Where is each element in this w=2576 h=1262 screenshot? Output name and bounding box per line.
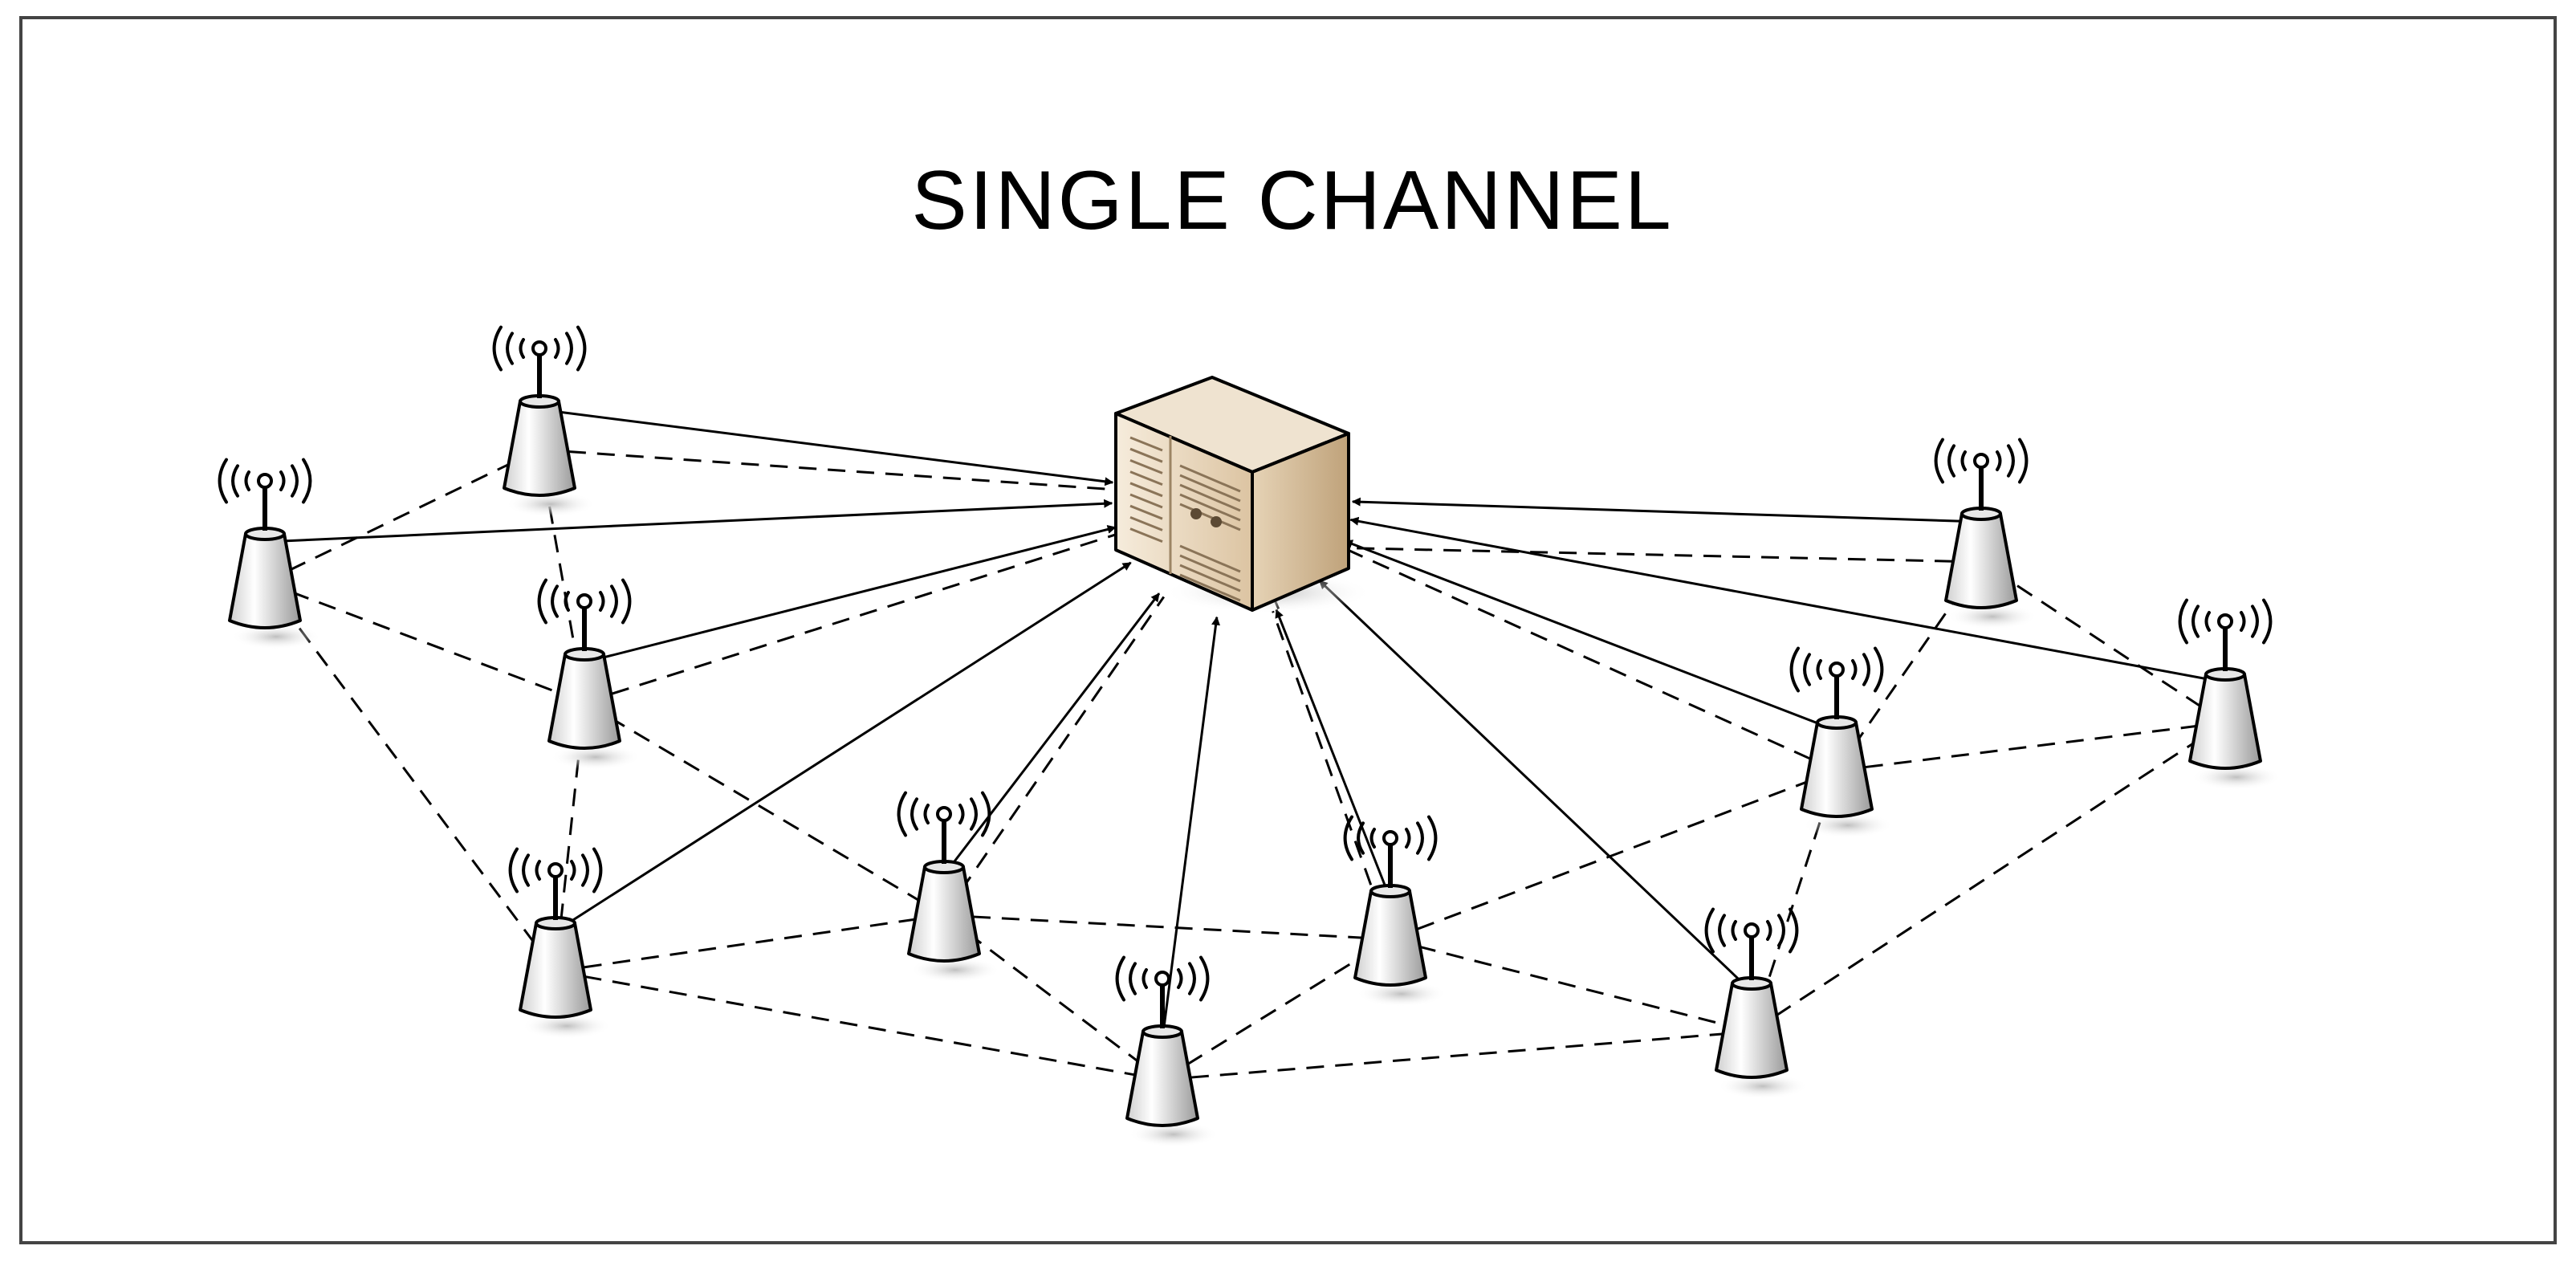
node-g-wireless-node-icon xyxy=(1343,815,1447,1007)
mesh-link-node-h-node-j xyxy=(1751,721,2226,1033)
mesh-link-node-b-node-d xyxy=(263,581,557,972)
mesh-link-node-e-node-g xyxy=(943,914,1391,941)
node-h-wireless-node-icon xyxy=(1704,907,1808,1099)
mesh-link-node-d-node-f xyxy=(555,970,1163,1081)
nodes-layer xyxy=(218,325,2281,1147)
uplink-arrow-node-f xyxy=(1161,616,1221,1040)
uplink-arrow-node-h xyxy=(1318,580,1753,993)
uplink-arrow-node-i xyxy=(1343,539,1837,732)
links-layer xyxy=(263,408,2226,1081)
uplink-arrow-node-g xyxy=(1275,609,1392,900)
mesh-link-node-c-node-e xyxy=(584,701,945,917)
mesh-link-node-c-server xyxy=(584,532,1118,704)
uplink-arrow-node-d xyxy=(555,561,1132,933)
mesh-link-node-g-node-h xyxy=(1390,938,1752,1033)
node-c-wireless-node-icon xyxy=(537,578,641,770)
mesh-link-node-f-node-h xyxy=(1162,1030,1752,1081)
mesh-link-node-a-node-b xyxy=(264,448,540,584)
diagram-title: SINGLE CHANNEL xyxy=(911,154,1673,247)
mesh-link-node-j-node-k xyxy=(1980,560,2226,724)
node-i-wireless-node-icon xyxy=(1789,646,1893,838)
uplink-arrow-node-j xyxy=(1349,516,2226,684)
node-a-wireless-node-icon xyxy=(492,325,596,517)
node-j-wireless-node-icon xyxy=(2178,598,2281,790)
server-layer xyxy=(1114,376,1373,613)
uplink-arrow-node-e xyxy=(942,592,1161,876)
node-k-wireless-node-icon xyxy=(1934,438,2037,629)
mesh-link-node-g-server xyxy=(1272,610,1392,940)
mesh-link-node-f-node-g xyxy=(1162,938,1391,1081)
diagram-frame xyxy=(19,16,2557,1244)
mesh-link-node-i-server xyxy=(1341,546,1837,772)
mesh-link-node-d-node-e xyxy=(555,914,945,973)
node-b-wireless-node-icon xyxy=(218,458,321,649)
mesh-link-node-k-node-l xyxy=(1251,544,1982,564)
uplink-arrow-node-c xyxy=(584,525,1117,664)
server-icon xyxy=(1114,376,1373,613)
mesh-link-node-i-node-j xyxy=(1836,721,2226,772)
mesh-link-node-e-node-f xyxy=(943,914,1163,1081)
node-f-wireless-node-icon xyxy=(1115,955,1219,1147)
uplink-arrow-node-b xyxy=(264,499,1113,543)
mesh-link-node-e-server xyxy=(942,596,1166,916)
mesh-link-node-g-node-i xyxy=(1390,769,1837,941)
node-d-wireless-node-icon xyxy=(508,847,612,1039)
uplink-arrow-node-k xyxy=(1351,497,1982,523)
node-e-wireless-node-icon xyxy=(897,791,1000,983)
mesh-link-node-a-server xyxy=(539,448,1113,491)
uplink-arrow-node-a xyxy=(539,408,1114,486)
